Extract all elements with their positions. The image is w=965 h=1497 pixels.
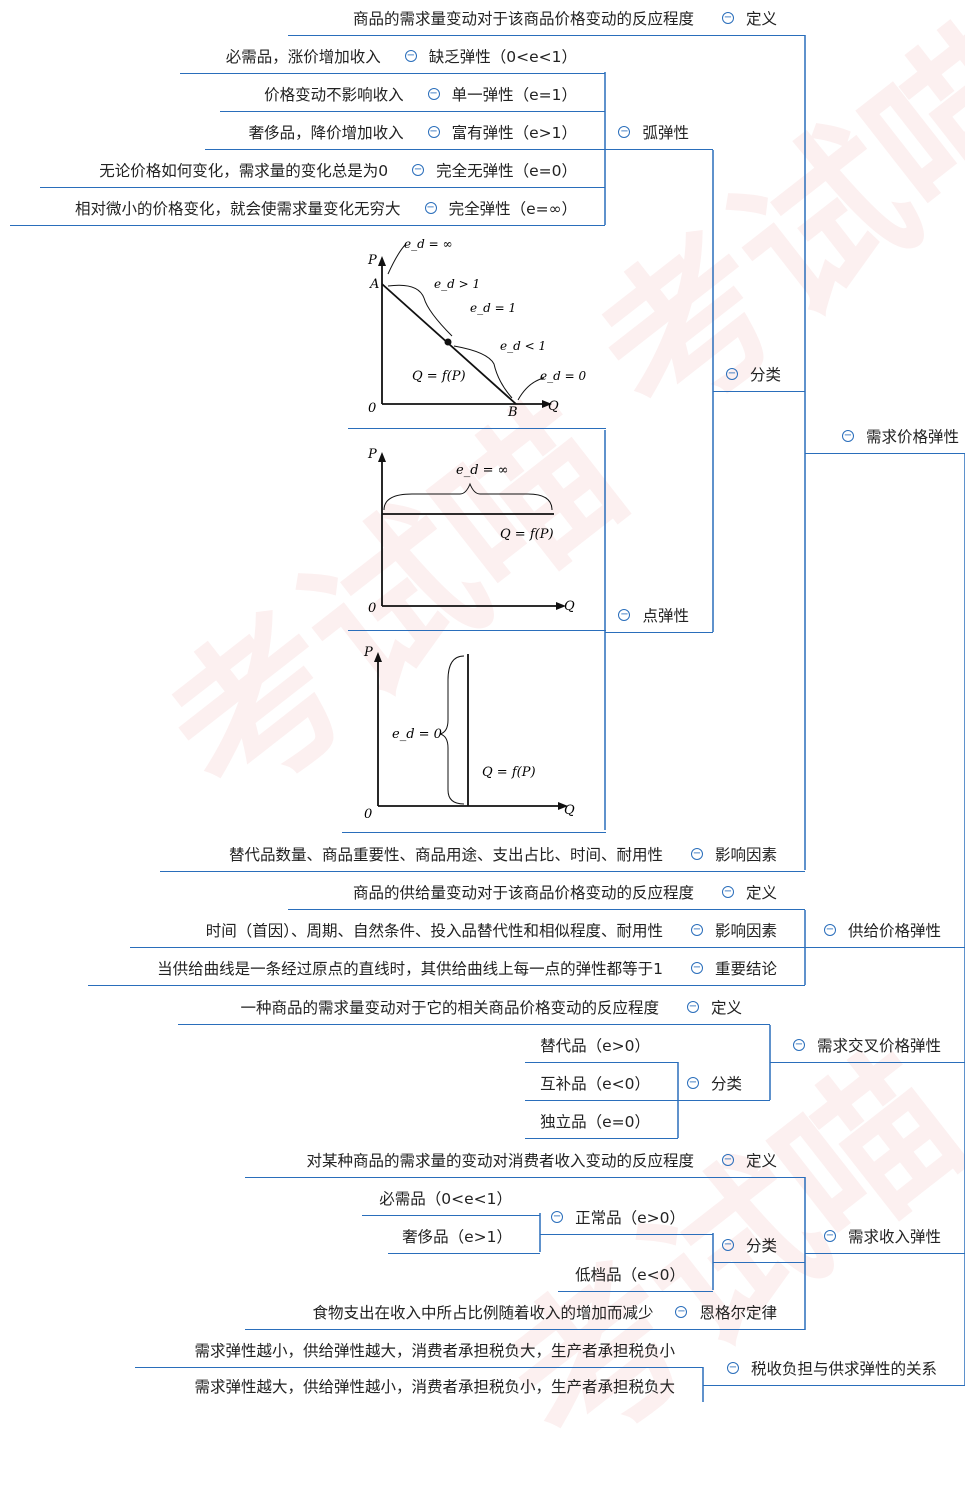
origin: 0 bbox=[368, 401, 376, 416]
collapse-icon[interactable] bbox=[427, 125, 440, 138]
arc-item[interactable]: 相对微小的价格变化，就会使需求量变化无穷大 完全弹性（e=∞） bbox=[10, 190, 605, 226]
definition-text: 商品的需求量变动对于该商品价格变动的反应程度 bbox=[352, 9, 694, 28]
elasticity-lt1: e_d < 1 bbox=[500, 339, 546, 353]
collapse-icon[interactable] bbox=[618, 125, 631, 138]
collapse-icon[interactable] bbox=[424, 201, 437, 214]
collapse-icon[interactable] bbox=[412, 163, 425, 176]
axis-q: Q bbox=[564, 599, 575, 614]
point-a: A bbox=[369, 277, 379, 292]
collapse-icon[interactable] bbox=[823, 923, 836, 936]
elasticity-figure-linear: P A 0 B Q e_d = ∞ e_d > 1 e_d = 1 e_d < … bbox=[367, 237, 586, 420]
supply-conclusion[interactable]: 当供给曲线是一条经过原点的直线时，其供给曲线上每一点的弹性都等于1 重要结论 bbox=[88, 950, 805, 986]
collapse-icon[interactable] bbox=[726, 1361, 739, 1374]
elasticity-eq1: e_d = 1 bbox=[470, 301, 516, 315]
collapse-icon[interactable] bbox=[675, 1305, 688, 1318]
normal-goods-item[interactable]: 奢侈品（e>1） bbox=[388, 1218, 540, 1254]
cross-category-item[interactable]: 互补品（e<0） bbox=[525, 1065, 678, 1101]
tax-item[interactable]: 需求弹性越大，供给弹性越小，消费者承担税负小，生产者承担税负大 bbox=[194, 1378, 675, 1396]
axis-q: Q bbox=[548, 399, 559, 414]
root-label: 需求价格弹性 bbox=[865, 427, 959, 446]
cross-elasticity-node[interactable]: 需求交叉价格弹性 bbox=[770, 1027, 965, 1063]
collapse-icon[interactable] bbox=[686, 1076, 699, 1089]
collapse-icon[interactable] bbox=[404, 49, 417, 62]
axis-p: P bbox=[363, 645, 373, 660]
elasticity-figure-horizontal: P 0 Q e_d = ∞ Q = f(P) bbox=[367, 447, 575, 616]
point-elasticity-node[interactable]: 点弹性 bbox=[605, 597, 713, 633]
elasticity-zero: e_d = 0 bbox=[392, 727, 442, 742]
engel-law-node[interactable]: 食物支出在收入中所占比例随着收入的增加而减少 恩格尔定律 bbox=[245, 1294, 805, 1330]
collapse-icon[interactable] bbox=[721, 885, 734, 898]
origin: 0 bbox=[368, 601, 376, 616]
cross-category-item[interactable]: 替代品（e>0） bbox=[525, 1027, 678, 1063]
income-category[interactable]: 分类 bbox=[713, 1227, 805, 1263]
arc-item[interactable]: 必需品，涨价增加收入 缺乏弹性（0<e<1） bbox=[180, 38, 605, 74]
income-definition[interactable]: 对某种商品的需求量的变动对消费者收入变动的反应程度 定义 bbox=[245, 1142, 805, 1178]
demand-curve-label: Q = f(P) bbox=[500, 527, 554, 542]
supply-influence[interactable]: 时间（首因）、周期、自然条件、投入品替代性和相似程度、耐用性 影响因素 bbox=[130, 912, 805, 948]
tax-item[interactable]: 需求弹性越小，供给弹性越大，消费者承担税负大，生产者承担税负小 bbox=[135, 1332, 703, 1368]
point-label: 点弹性 bbox=[642, 606, 689, 625]
axis-p: P bbox=[367, 447, 377, 462]
collapse-icon[interactable] bbox=[725, 367, 738, 380]
demand-curve-label: Q = f(P) bbox=[412, 369, 466, 384]
inferior-goods-node[interactable]: 低档品（e<0） bbox=[558, 1256, 713, 1292]
elasticity-figure-vertical: P 0 Q e_d = 0 Q = f(P) bbox=[363, 645, 575, 822]
tax-burden-node[interactable]: 税收负担与供求弹性的关系 bbox=[703, 1350, 965, 1386]
axis-p: P bbox=[367, 253, 377, 268]
figure-underline bbox=[342, 832, 606, 833]
demand-curve-label: Q = f(P) bbox=[482, 765, 536, 780]
influence-node[interactable]: 替代品数量、商品重要性、商品用途、支出占比、时间、耐用性 影响因素 bbox=[160, 836, 805, 872]
cross-definition[interactable]: 一种商品的需求量变动对于它的相关商品价格变动的反应程度 定义 bbox=[178, 989, 770, 1025]
collapse-icon[interactable] bbox=[823, 1229, 836, 1242]
collapse-icon[interactable] bbox=[721, 1238, 734, 1251]
arc-label: 弧弹性 bbox=[642, 123, 689, 142]
collapse-icon[interactable] bbox=[618, 608, 631, 621]
axis-q: Q bbox=[564, 803, 575, 818]
arc-item[interactable]: 奢侈品，降价增加收入 富有弹性（e>1） bbox=[205, 114, 605, 150]
category-label: 分类 bbox=[749, 365, 781, 384]
arc-item[interactable]: 无论价格如何变化，需求量的变化总是为0 完全无弹性（e=0） bbox=[40, 152, 605, 188]
collapse-icon[interactable] bbox=[841, 429, 854, 442]
collapse-icon[interactable] bbox=[686, 1000, 699, 1013]
elasticity-zero: e_d = 0 bbox=[540, 369, 586, 383]
collapse-icon[interactable] bbox=[690, 847, 703, 860]
normal-goods-node[interactable]: 正常品（e>0） bbox=[540, 1199, 713, 1235]
arc-item[interactable]: 价格变动不影响收入 单一弹性（e=1） bbox=[220, 76, 605, 112]
collapse-icon[interactable] bbox=[690, 961, 703, 974]
collapse-icon[interactable] bbox=[690, 923, 703, 936]
origin: 0 bbox=[364, 807, 372, 822]
collapse-icon[interactable] bbox=[721, 11, 734, 24]
elasticity-infinite: e_d = ∞ bbox=[456, 463, 509, 478]
elasticity-infinite: e_d = ∞ bbox=[404, 237, 452, 251]
cross-category-item[interactable]: 独立品（e=0） bbox=[525, 1103, 678, 1139]
figure-underline bbox=[348, 428, 606, 429]
normal-goods-item[interactable]: 必需品（0<e<1） bbox=[362, 1180, 540, 1216]
collapse-icon[interactable] bbox=[721, 1153, 734, 1166]
income-elasticity-node[interactable]: 需求收入弹性 bbox=[805, 1218, 965, 1254]
collapse-icon[interactable] bbox=[427, 87, 440, 100]
definition-node[interactable]: 商品的需求量变动对于该商品价格变动的反应程度 定义 bbox=[288, 0, 805, 36]
collapse-icon[interactable] bbox=[792, 1038, 805, 1051]
root-node[interactable]: 需求价格弹性 bbox=[805, 418, 965, 454]
arc-elasticity-node[interactable]: 弧弹性 bbox=[605, 114, 713, 150]
definition-key: 定义 bbox=[745, 9, 777, 28]
cross-category[interactable]: 分类 bbox=[678, 1065, 770, 1101]
elasticity-gt1: e_d > 1 bbox=[434, 277, 480, 291]
figure-underline bbox=[348, 630, 606, 631]
supply-definition[interactable]: 商品的供给量变动对于该商品价格变动的反应程度 定义 bbox=[288, 874, 805, 910]
collapse-icon[interactable] bbox=[551, 1210, 564, 1223]
point-b: B bbox=[507, 405, 518, 420]
category-node[interactable]: 分类 bbox=[713, 356, 805, 392]
supply-elasticity-node[interactable]: 供给价格弹性 bbox=[805, 912, 965, 948]
